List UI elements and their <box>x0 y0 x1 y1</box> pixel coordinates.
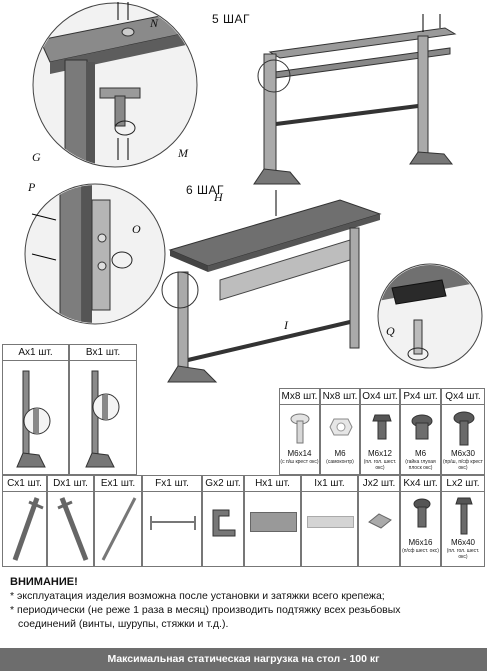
hardware-label-N: Nx8 шт. <box>321 389 359 405</box>
callout-H: H <box>214 190 223 204</box>
hardware-label-P: Px4 шт. <box>401 389 440 405</box>
hardware-name-O: M6x12 <box>367 449 392 458</box>
step-5-title: 5 ШАГ <box>212 12 251 26</box>
hardware-cell-Q: Qx4 шт. M6x30 (пр/ш, п/сф крест окс) <box>441 388 485 475</box>
callout-M: M <box>178 146 188 160</box>
part-cell-B: Bx1 шт. <box>69 344 137 475</box>
callout-N: N <box>150 16 159 30</box>
hardware-note-O: (пл. гол. шест. окс) <box>363 459 397 471</box>
part-f-icon <box>150 516 196 530</box>
callout-I: I <box>284 318 288 332</box>
warning-line-2: * периодически (не реже 1 раза в месяц) … <box>10 604 401 616</box>
callout-O: O <box>132 222 141 236</box>
part-cell-I: Ix1 шт. <box>301 475 358 567</box>
bolt-o-icon <box>372 414 392 440</box>
part-cell-H: Hx1 шт. <box>244 475 301 567</box>
step-6-title: 6 ШАГ <box>186 183 225 197</box>
part-label-J: Jx2 шт. <box>359 476 399 492</box>
step-6-detail-illustration <box>24 183 166 325</box>
frame-b-icon <box>85 370 120 468</box>
part-i-icon <box>307 516 354 528</box>
part-label-B: Bx1 шт. <box>70 345 136 361</box>
hardware-name-M: M6x14 <box>287 449 312 458</box>
hardware-cell-P: Px4 шт. M6 (гайка глухая плоск окс) <box>400 388 441 475</box>
part-label-F: Fx1 шт. <box>143 476 201 492</box>
hardware-label-M: Mx8 шт. <box>280 389 319 405</box>
callout-P: P <box>28 180 36 194</box>
part-d-icon <box>57 497 89 561</box>
part-c-icon <box>12 497 44 561</box>
part-cell-C: Cx1 шт. <box>2 475 47 567</box>
cap-nut-p-icon <box>411 414 433 440</box>
step-6-foot-detail <box>377 263 483 369</box>
callout-Q: Q <box>386 324 395 338</box>
part-e-icon <box>101 497 137 561</box>
part-note-K: (п/сф шест. окс) <box>402 548 439 554</box>
part-label-L: Lx2 шт. <box>442 476 484 492</box>
part-note-L: (пл. гол. шест. окс) <box>446 548 480 560</box>
hardware-note-P: (гайка глухая плоск окс) <box>405 459 436 471</box>
part-cell-A: Ax1 шт. <box>2 344 69 475</box>
screw-q-icon <box>453 411 475 446</box>
bolt-l-icon <box>455 497 473 535</box>
warning-line-3: соединений (винты, шурупы, стяжки и т.д.… <box>18 618 229 630</box>
hardware-name-P: M6 <box>414 449 427 458</box>
step-5-detail-illustration <box>32 2 198 168</box>
part-g-icon <box>212 509 236 537</box>
hardware-cell-O: Ox4 шт. M6x12 (пл. гол. шест. окс) <box>360 388 400 475</box>
frame-a-icon <box>16 370 51 468</box>
part-label-H: Hx1 шт. <box>245 476 300 492</box>
hardware-name-Q: M6x30 <box>450 449 475 458</box>
hardware-note-N: (самоконтр) <box>326 459 354 465</box>
hardware-label-O: Ox4 шт. <box>361 389 399 405</box>
part-label-E: Ex1 шт. <box>95 476 141 492</box>
part-cell-L: Lx2 шт. M6x40 (пл. гол. шест. окс) <box>441 475 485 567</box>
hardware-label-Q: Qx4 шт. <box>442 389 484 405</box>
part-label-C: Cx1 шт. <box>3 476 46 492</box>
warning-title: ВНИМАНИЕ! <box>10 576 78 588</box>
hardware-name-N: M6 <box>334 449 346 458</box>
part-name-K: M6x16 <box>408 538 433 547</box>
part-label-I: Ix1 шт. <box>302 476 357 492</box>
hardware-note-M: (с п/ш крест окс) <box>280 459 319 465</box>
part-name-L: M6x40 <box>450 538 475 547</box>
callout-G: G <box>32 150 41 164</box>
part-label-A: Ax1 шт. <box>3 345 68 361</box>
part-cell-G: Gx2 шт. <box>202 475 244 567</box>
part-cell-J: Jx2 шт. <box>358 475 400 567</box>
part-cell-K: Kx4 шт. M6x16 (п/сф шест. окс) <box>400 475 441 567</box>
part-cell-D: Dx1 шт. <box>47 475 94 567</box>
part-cell-E: Ex1 шт. <box>94 475 142 567</box>
part-label-K: Kx4 шт. <box>401 476 440 492</box>
hardware-cell-M: Mx8 шт. M6x14 (с п/ш крест окс) <box>279 388 320 475</box>
screw-m-icon <box>290 413 310 444</box>
hardware-cell-N: Nx8 шт. M6 (самоконтр) <box>320 388 360 475</box>
step-5-frame-drawing <box>253 14 457 185</box>
hardware-note-Q: (пр/ш, п/сф крест окс) <box>443 459 483 471</box>
part-h-icon <box>250 512 297 532</box>
part-cell-F: Fx1 шт. <box>142 475 202 567</box>
bolt-k-icon <box>413 498 431 528</box>
max-load-banner: Максимальная статическая нагрузка на сто… <box>0 648 487 671</box>
part-j-icon <box>368 513 392 529</box>
warning-line-1: * эксплуатация изделия возможна после ус… <box>10 590 385 602</box>
part-label-G: Gx2 шт. <box>203 476 243 492</box>
part-label-D: Dx1 шт. <box>48 476 93 492</box>
step-6-desk-drawing <box>161 190 382 383</box>
nut-n-icon <box>329 418 353 436</box>
